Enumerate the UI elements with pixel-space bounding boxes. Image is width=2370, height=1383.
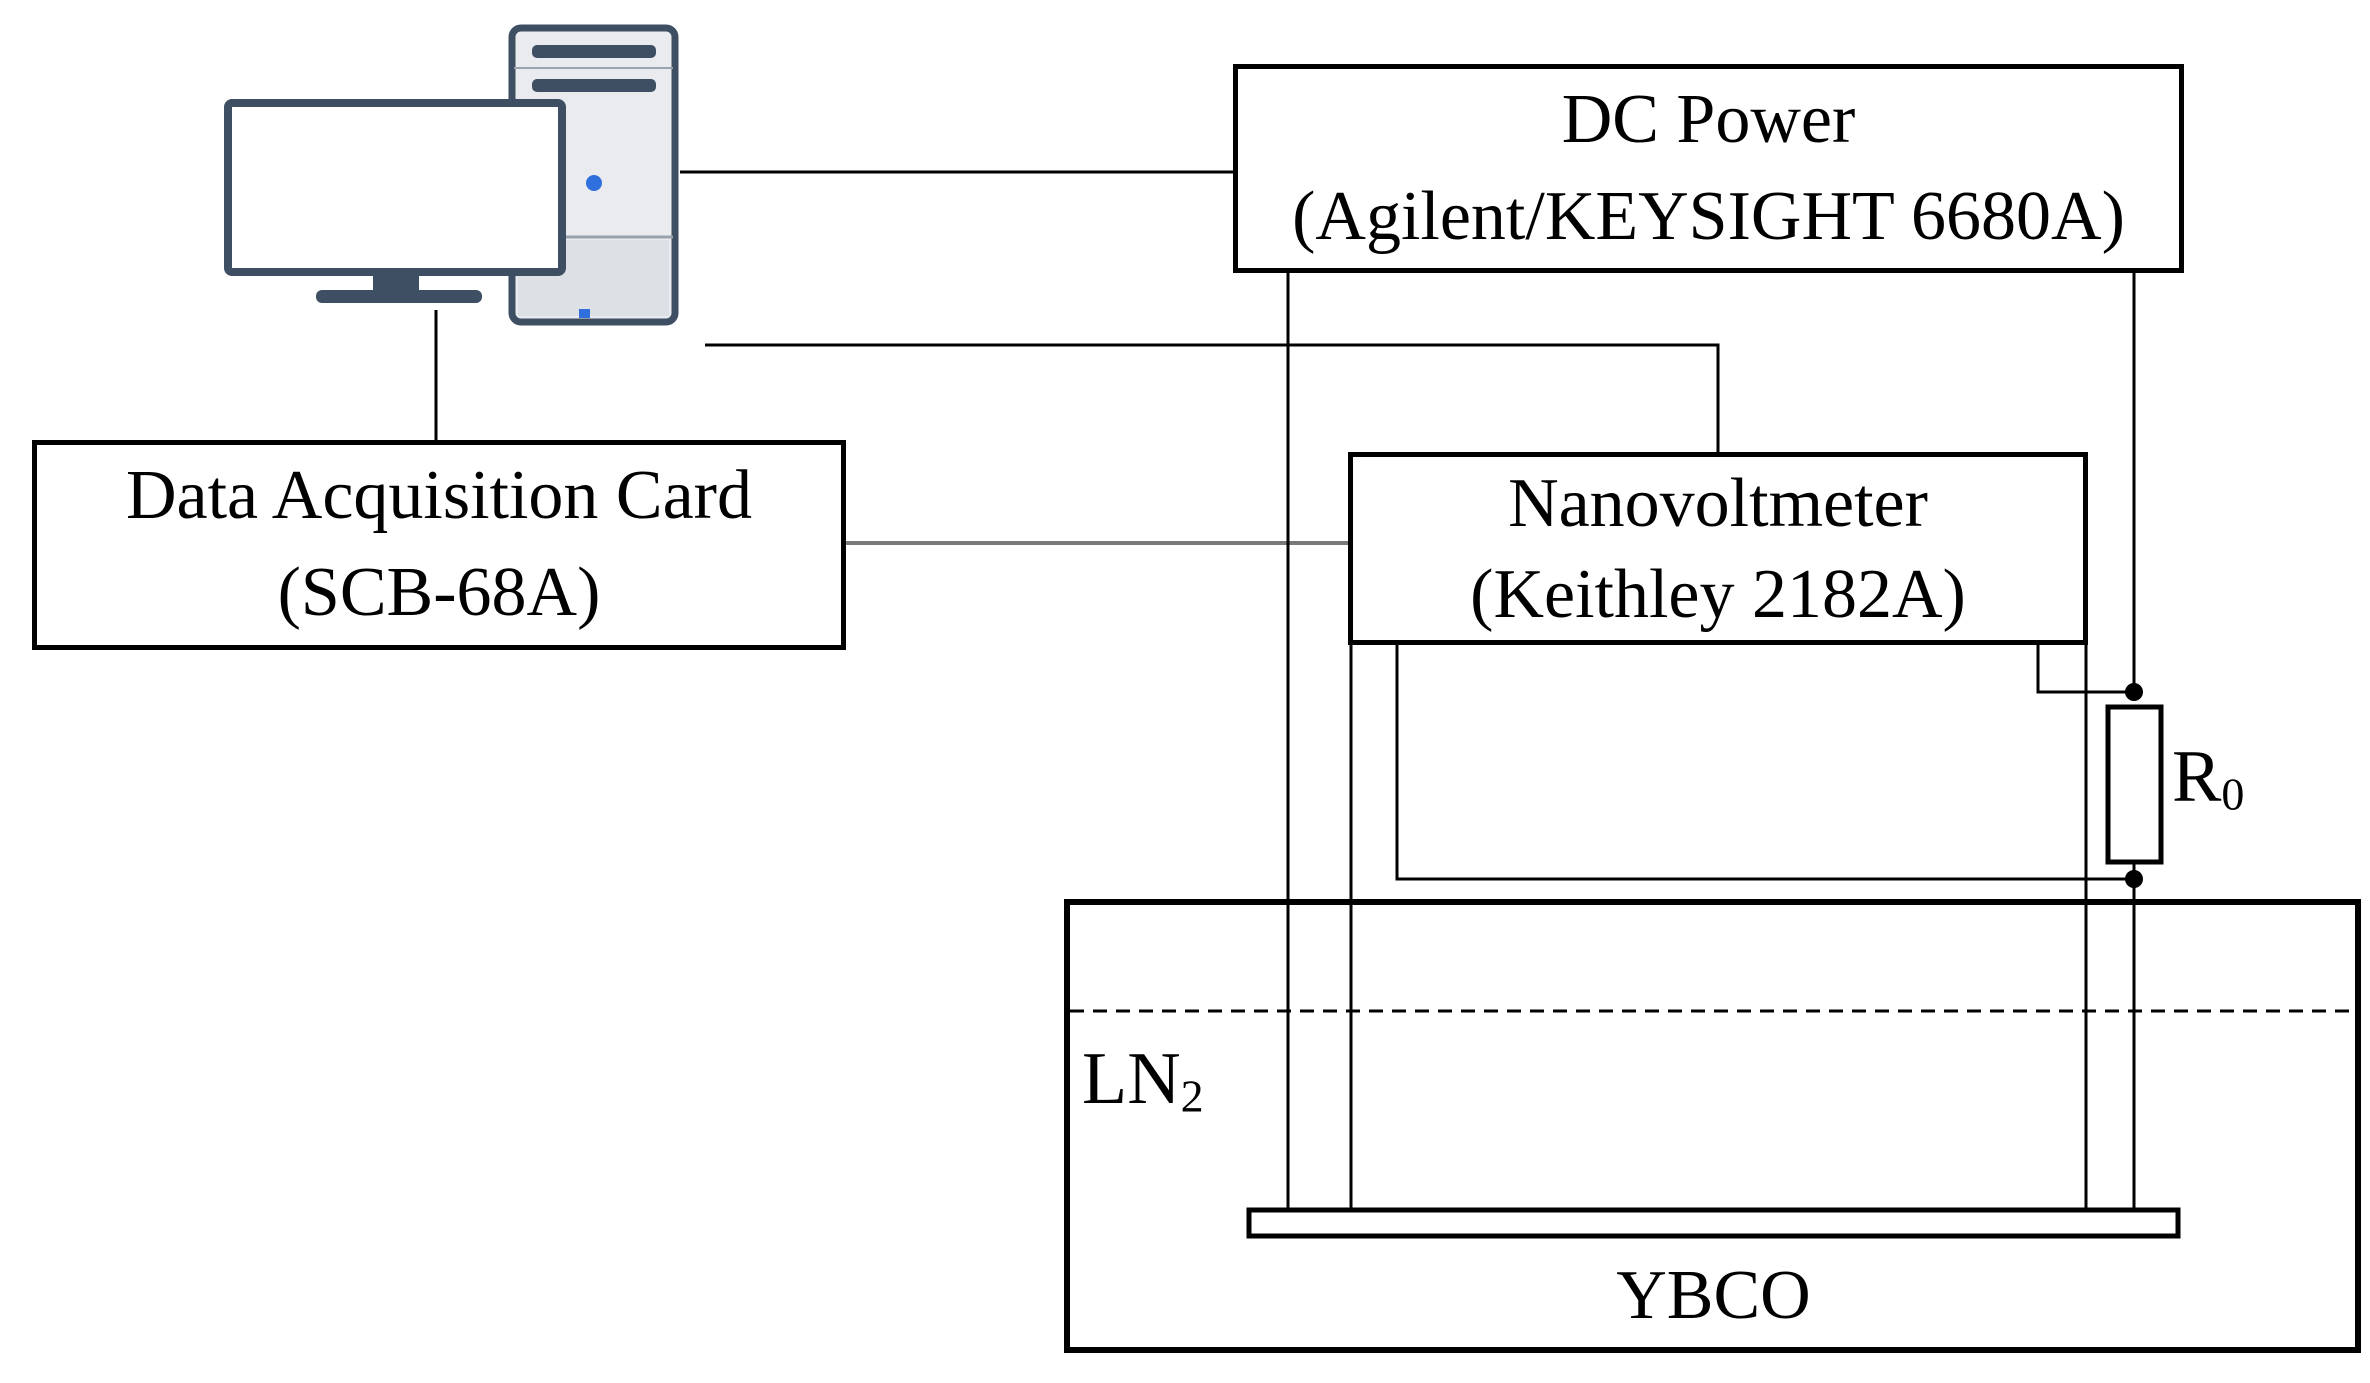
- ln2-label-main: LN: [1082, 1038, 1181, 1120]
- power-button-icon: [586, 175, 602, 191]
- ln2-container: [1064, 899, 2361, 1353]
- junction-dot-r0-bottom: [2125, 870, 2143, 888]
- monitor-stand-base: [316, 290, 482, 303]
- wire-computer-to-nanovoltmeter: [705, 343, 1720, 452]
- daq-card-model: (SCB-68A): [277, 554, 601, 631]
- ln2-label-subscript: 2: [1180, 1070, 1204, 1122]
- monitor-icon: [224, 99, 566, 303]
- nanovoltmeter-model: (Keithley 2182A): [1470, 555, 1966, 633]
- dc-power-box: DC Power (Agilent/KEYSIGHT 6680A): [1233, 64, 2184, 273]
- resistor-r0-label: R0: [2172, 740, 2244, 817]
- wire-nanovoltmeter-to-r0-top: [2036, 645, 2134, 694]
- nanovoltmeter-name: Nanovoltmeter: [1508, 464, 1928, 542]
- ybco-label: YBCO: [1616, 1257, 1811, 1334]
- dc-power-name: DC Power: [1561, 80, 1856, 158]
- resistor-label-subscript: 0: [2221, 768, 2245, 820]
- daq-card-name: Data Acquisition Card: [125, 457, 752, 535]
- wire-nanovoltmeter-to-r0-bottom: [1395, 645, 2134, 881]
- ybco-sample-plate: [1246, 1207, 2181, 1239]
- resistor-label-main: R: [2172, 736, 2222, 818]
- nanovoltmeter-box: Nanovoltmeter (Keithley 2182A): [1348, 452, 2088, 645]
- junction-dot-r0-top: [2125, 683, 2143, 701]
- tower-led-icon: [579, 309, 590, 318]
- monitor-screen: [224, 99, 566, 276]
- ln2-label: LN2: [1082, 1042, 1204, 1119]
- dc-power-model: (Agilent/KEYSIGHT 6680A): [1292, 177, 2125, 255]
- drive-bay-slot: [532, 79, 656, 92]
- drive-bay-slot: [532, 45, 656, 58]
- daq-card-box: Data Acquisition Card (SCB-68A): [32, 440, 846, 650]
- resistor-r0-symbol: [2105, 704, 2164, 865]
